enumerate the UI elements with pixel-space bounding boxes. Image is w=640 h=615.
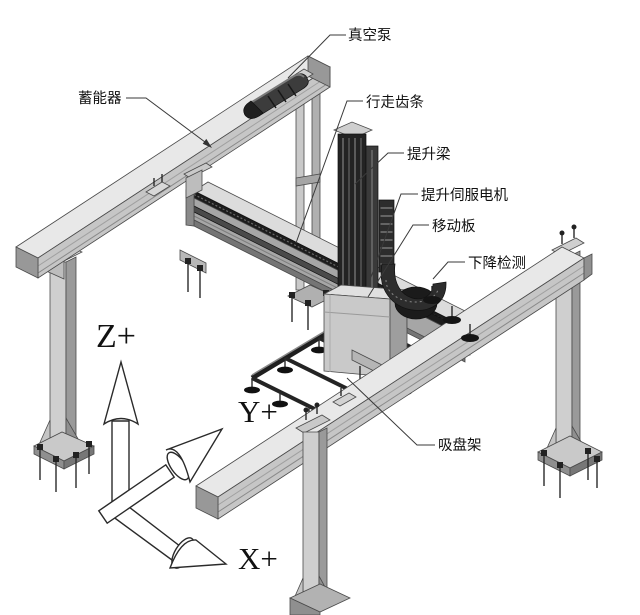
label-vacuum-pump: 真空泵 bbox=[287, 26, 392, 79]
descent-detection-label: 下降检测 bbox=[468, 255, 526, 272]
vacuum-pump-label: 真空泵 bbox=[348, 26, 392, 44]
label-moving-plate: 移动板 bbox=[367, 217, 476, 298]
front-left-leg bbox=[289, 402, 351, 615]
rail-clamp-bracket bbox=[145, 174, 171, 197]
y-axis-label: Y+ bbox=[238, 394, 278, 429]
anchor-bolts-right bbox=[541, 448, 600, 498]
descent-detection-sensor bbox=[423, 286, 479, 342]
annotations: 真空泵 蓄能器 行走齿条 提升梁 提升伺服电机 移动板 下降检测 bbox=[78, 26, 526, 454]
z-axis-arrowhead bbox=[102, 359, 140, 426]
lift-beam-label: 提升梁 bbox=[407, 146, 451, 163]
coordinate-triad: Z+ Y+ X+ bbox=[96, 318, 278, 576]
label-accumulator: 蓄能器 bbox=[78, 90, 212, 148]
y-axis-arrowhead bbox=[165, 427, 224, 484]
lift-beam-column bbox=[332, 121, 379, 309]
leader-arrowhead bbox=[202, 138, 212, 148]
lift-servo-motor-label: 提升伺服电机 bbox=[421, 187, 508, 204]
x-axis-arrowhead bbox=[168, 539, 228, 569]
z-axis-label: Z+ bbox=[96, 318, 136, 355]
label-lift-beam: 提升梁 bbox=[354, 146, 451, 185]
moving-plate-carriage bbox=[322, 284, 409, 378]
travel-rack-label: 行走齿条 bbox=[366, 94, 424, 111]
label-travel-rack: 行走齿条 bbox=[295, 94, 424, 244]
suction-cup-frame-label: 吸盘架 bbox=[438, 436, 482, 454]
y-arrow-shaft bbox=[97, 463, 176, 525]
vacuum-pump bbox=[243, 73, 309, 119]
anchor-bolts-left bbox=[37, 441, 92, 492]
accumulator-label: 蓄能器 bbox=[78, 90, 122, 107]
label-descent-detection: 下降检测 bbox=[432, 255, 526, 280]
x-axis-label: X+ bbox=[238, 541, 278, 576]
label-suction-cup-frame: 吸盘架 bbox=[346, 377, 482, 454]
left-hanger-bolts bbox=[179, 249, 207, 298]
label-lift-servo-motor: 提升伺服电机 bbox=[369, 187, 508, 281]
moving-plate-label: 移动板 bbox=[432, 217, 476, 235]
